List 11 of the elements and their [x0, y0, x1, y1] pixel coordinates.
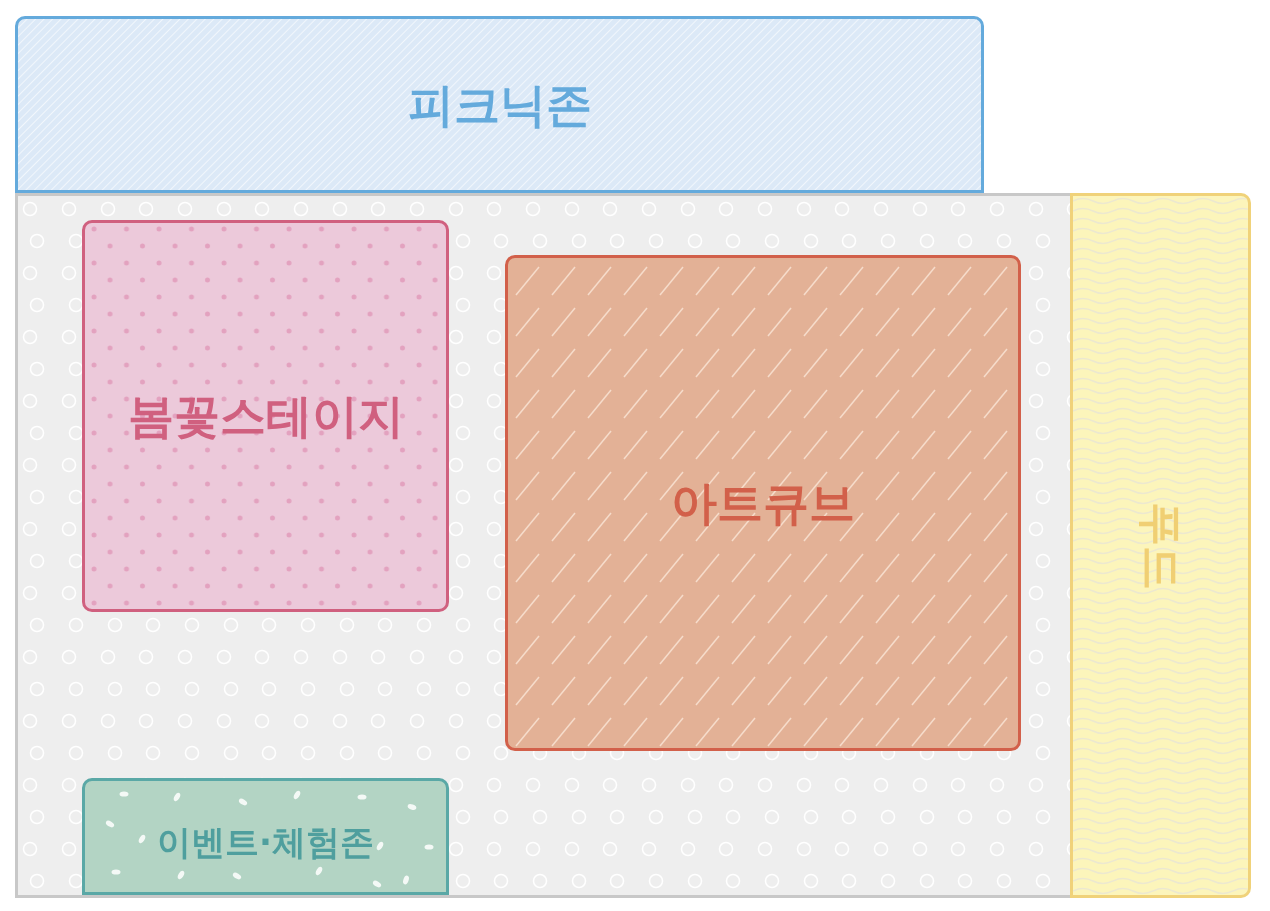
ground-area — [15, 193, 1070, 898]
zone-label: 아트큐브 — [671, 480, 855, 526]
zone-box — [15, 16, 984, 193]
zone-label: 이벤트·체험존 — [157, 820, 374, 859]
zone-label: 피크닉존 — [407, 81, 592, 128]
zone-box — [505, 255, 1021, 751]
zone-box — [82, 220, 449, 612]
zone-box — [82, 778, 449, 895]
zone-label: 봄꽃스테이지 — [127, 393, 404, 439]
zone-box — [1070, 193, 1251, 898]
zone-label: 푸드 — [1138, 501, 1183, 590]
